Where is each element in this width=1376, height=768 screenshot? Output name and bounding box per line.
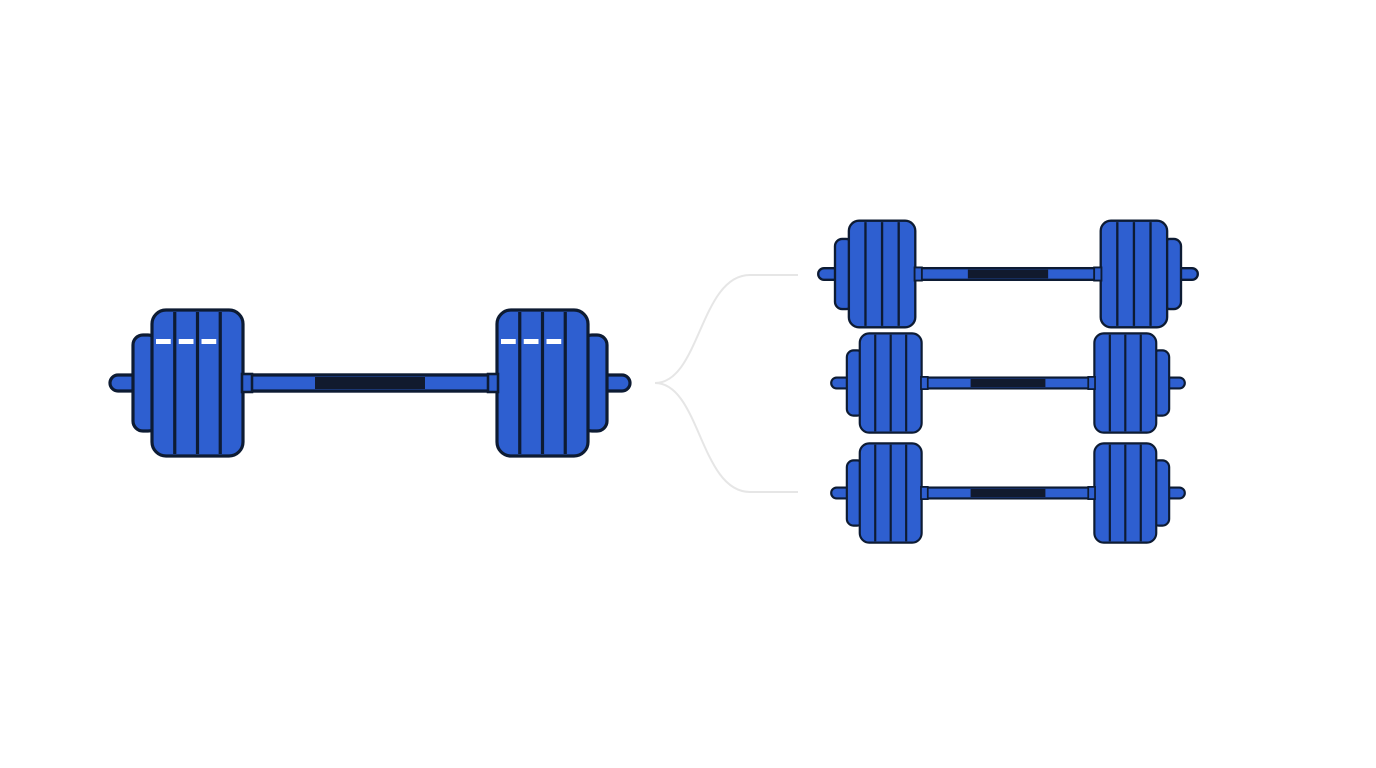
collar xyxy=(920,486,929,500)
barbell-icon xyxy=(817,219,1199,329)
plate-highlight xyxy=(546,339,562,344)
collar xyxy=(913,266,923,282)
brace-icon xyxy=(654,274,798,493)
plate-highlight xyxy=(501,339,516,344)
bar-grip xyxy=(970,378,1046,388)
bar-grip xyxy=(970,488,1046,498)
collar xyxy=(1087,486,1096,500)
plate-highlight xyxy=(178,339,194,344)
collar xyxy=(1087,376,1096,390)
collar xyxy=(1093,266,1103,282)
barbell-icon xyxy=(830,332,1186,434)
bar-grip xyxy=(315,377,425,389)
plate-highlight xyxy=(201,339,217,344)
barbell-icon xyxy=(108,308,632,458)
barbell-icon xyxy=(830,442,1186,544)
plate-highlight xyxy=(156,339,171,344)
collar xyxy=(240,372,254,394)
collar xyxy=(920,376,929,390)
plate-highlight xyxy=(523,339,539,344)
bar-grip xyxy=(967,269,1049,279)
collar xyxy=(486,372,500,394)
